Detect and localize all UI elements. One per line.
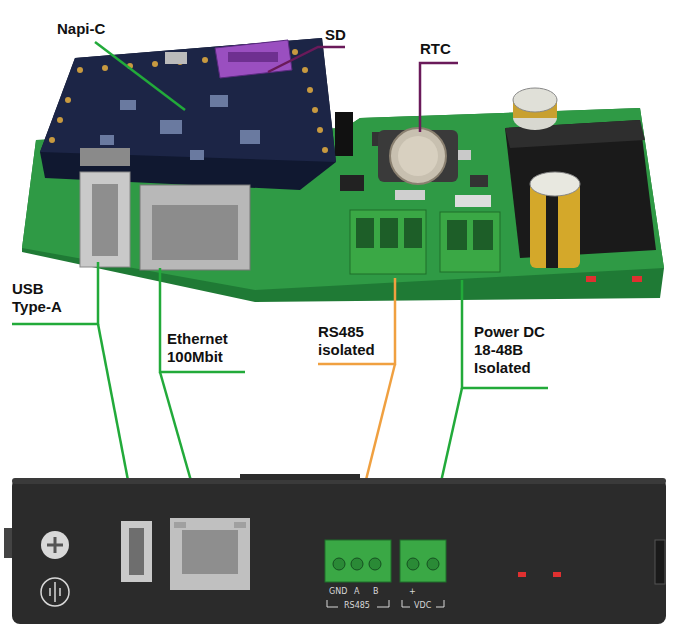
part-label: RTC <box>420 40 451 58</box>
terminal-screw <box>351 558 363 570</box>
panel-ethernet <box>170 518 250 590</box>
panel-rs485-terminal <box>325 540 391 582</box>
smd-part <box>395 190 425 200</box>
terminal-screw <box>407 558 419 570</box>
part-label: SD <box>325 26 346 44</box>
panel-ethernet-led <box>234 522 246 528</box>
smd-part <box>340 175 364 191</box>
terminal-slot <box>447 220 467 250</box>
part-label: Power DC 18-48B Isolated <box>474 323 570 377</box>
terminal-slot <box>356 218 374 248</box>
terminal-slot <box>380 218 398 248</box>
capacitor-top <box>513 88 557 112</box>
screw <box>41 531 69 559</box>
signal-label: RS485 <box>344 601 370 611</box>
panel-led <box>518 572 526 577</box>
screw-cross <box>47 537 63 553</box>
part-label: Ethernet 100Mbit <box>167 330 257 366</box>
napi-connector <box>165 52 187 64</box>
power-terminal <box>440 212 500 272</box>
panel-clip <box>240 474 360 480</box>
pin-label: B <box>373 587 379 597</box>
panel-usb <box>121 521 152 582</box>
part-label: USB Type-A <box>12 280 82 316</box>
sd-slot <box>215 40 292 78</box>
smd-part <box>470 175 488 187</box>
sd-card <box>228 52 278 62</box>
part-label: Napi-C <box>57 20 105 38</box>
leader-line <box>268 47 345 72</box>
leader-line <box>420 63 458 132</box>
power-module <box>505 120 656 258</box>
terminal-slot <box>473 220 493 250</box>
led <box>586 276 596 282</box>
ethernet-opening <box>152 205 238 260</box>
usb-opening <box>92 184 118 256</box>
led <box>632 276 642 282</box>
panel-power-terminal <box>400 540 446 582</box>
part-label: RS485 isolated <box>318 323 392 359</box>
coin-cell <box>390 128 446 184</box>
terminal-screw <box>369 558 381 570</box>
terminal-screw <box>333 558 345 570</box>
pin-label: + <box>409 587 416 597</box>
napi-board <box>40 38 336 162</box>
signal-label: VDC <box>414 601 431 611</box>
pin-label: A <box>354 587 359 597</box>
panel-side-port <box>655 540 665 584</box>
ground-symbol-lines <box>50 582 60 602</box>
pin-label: GND <box>329 587 347 597</box>
capacitor-top <box>530 172 580 196</box>
leader-line <box>318 278 395 364</box>
ground-symbol <box>41 578 69 606</box>
leader-line <box>95 42 185 110</box>
panel-ethernet-led <box>174 522 186 528</box>
panel-usb-opening <box>129 528 144 575</box>
terminal-screw <box>427 558 439 570</box>
rs485-terminal <box>350 210 426 274</box>
coin-cell-face <box>398 136 438 176</box>
panel-ethernet-opening <box>182 530 238 574</box>
terminal-slot <box>404 218 422 248</box>
usb-connector <box>80 172 130 267</box>
pin-header <box>335 112 353 156</box>
smd-part <box>455 195 491 207</box>
ethernet-connector <box>140 185 250 270</box>
napi-chip <box>80 148 130 166</box>
leader-line <box>12 262 98 324</box>
front-panel <box>12 478 666 624</box>
panel-led <box>553 572 561 577</box>
